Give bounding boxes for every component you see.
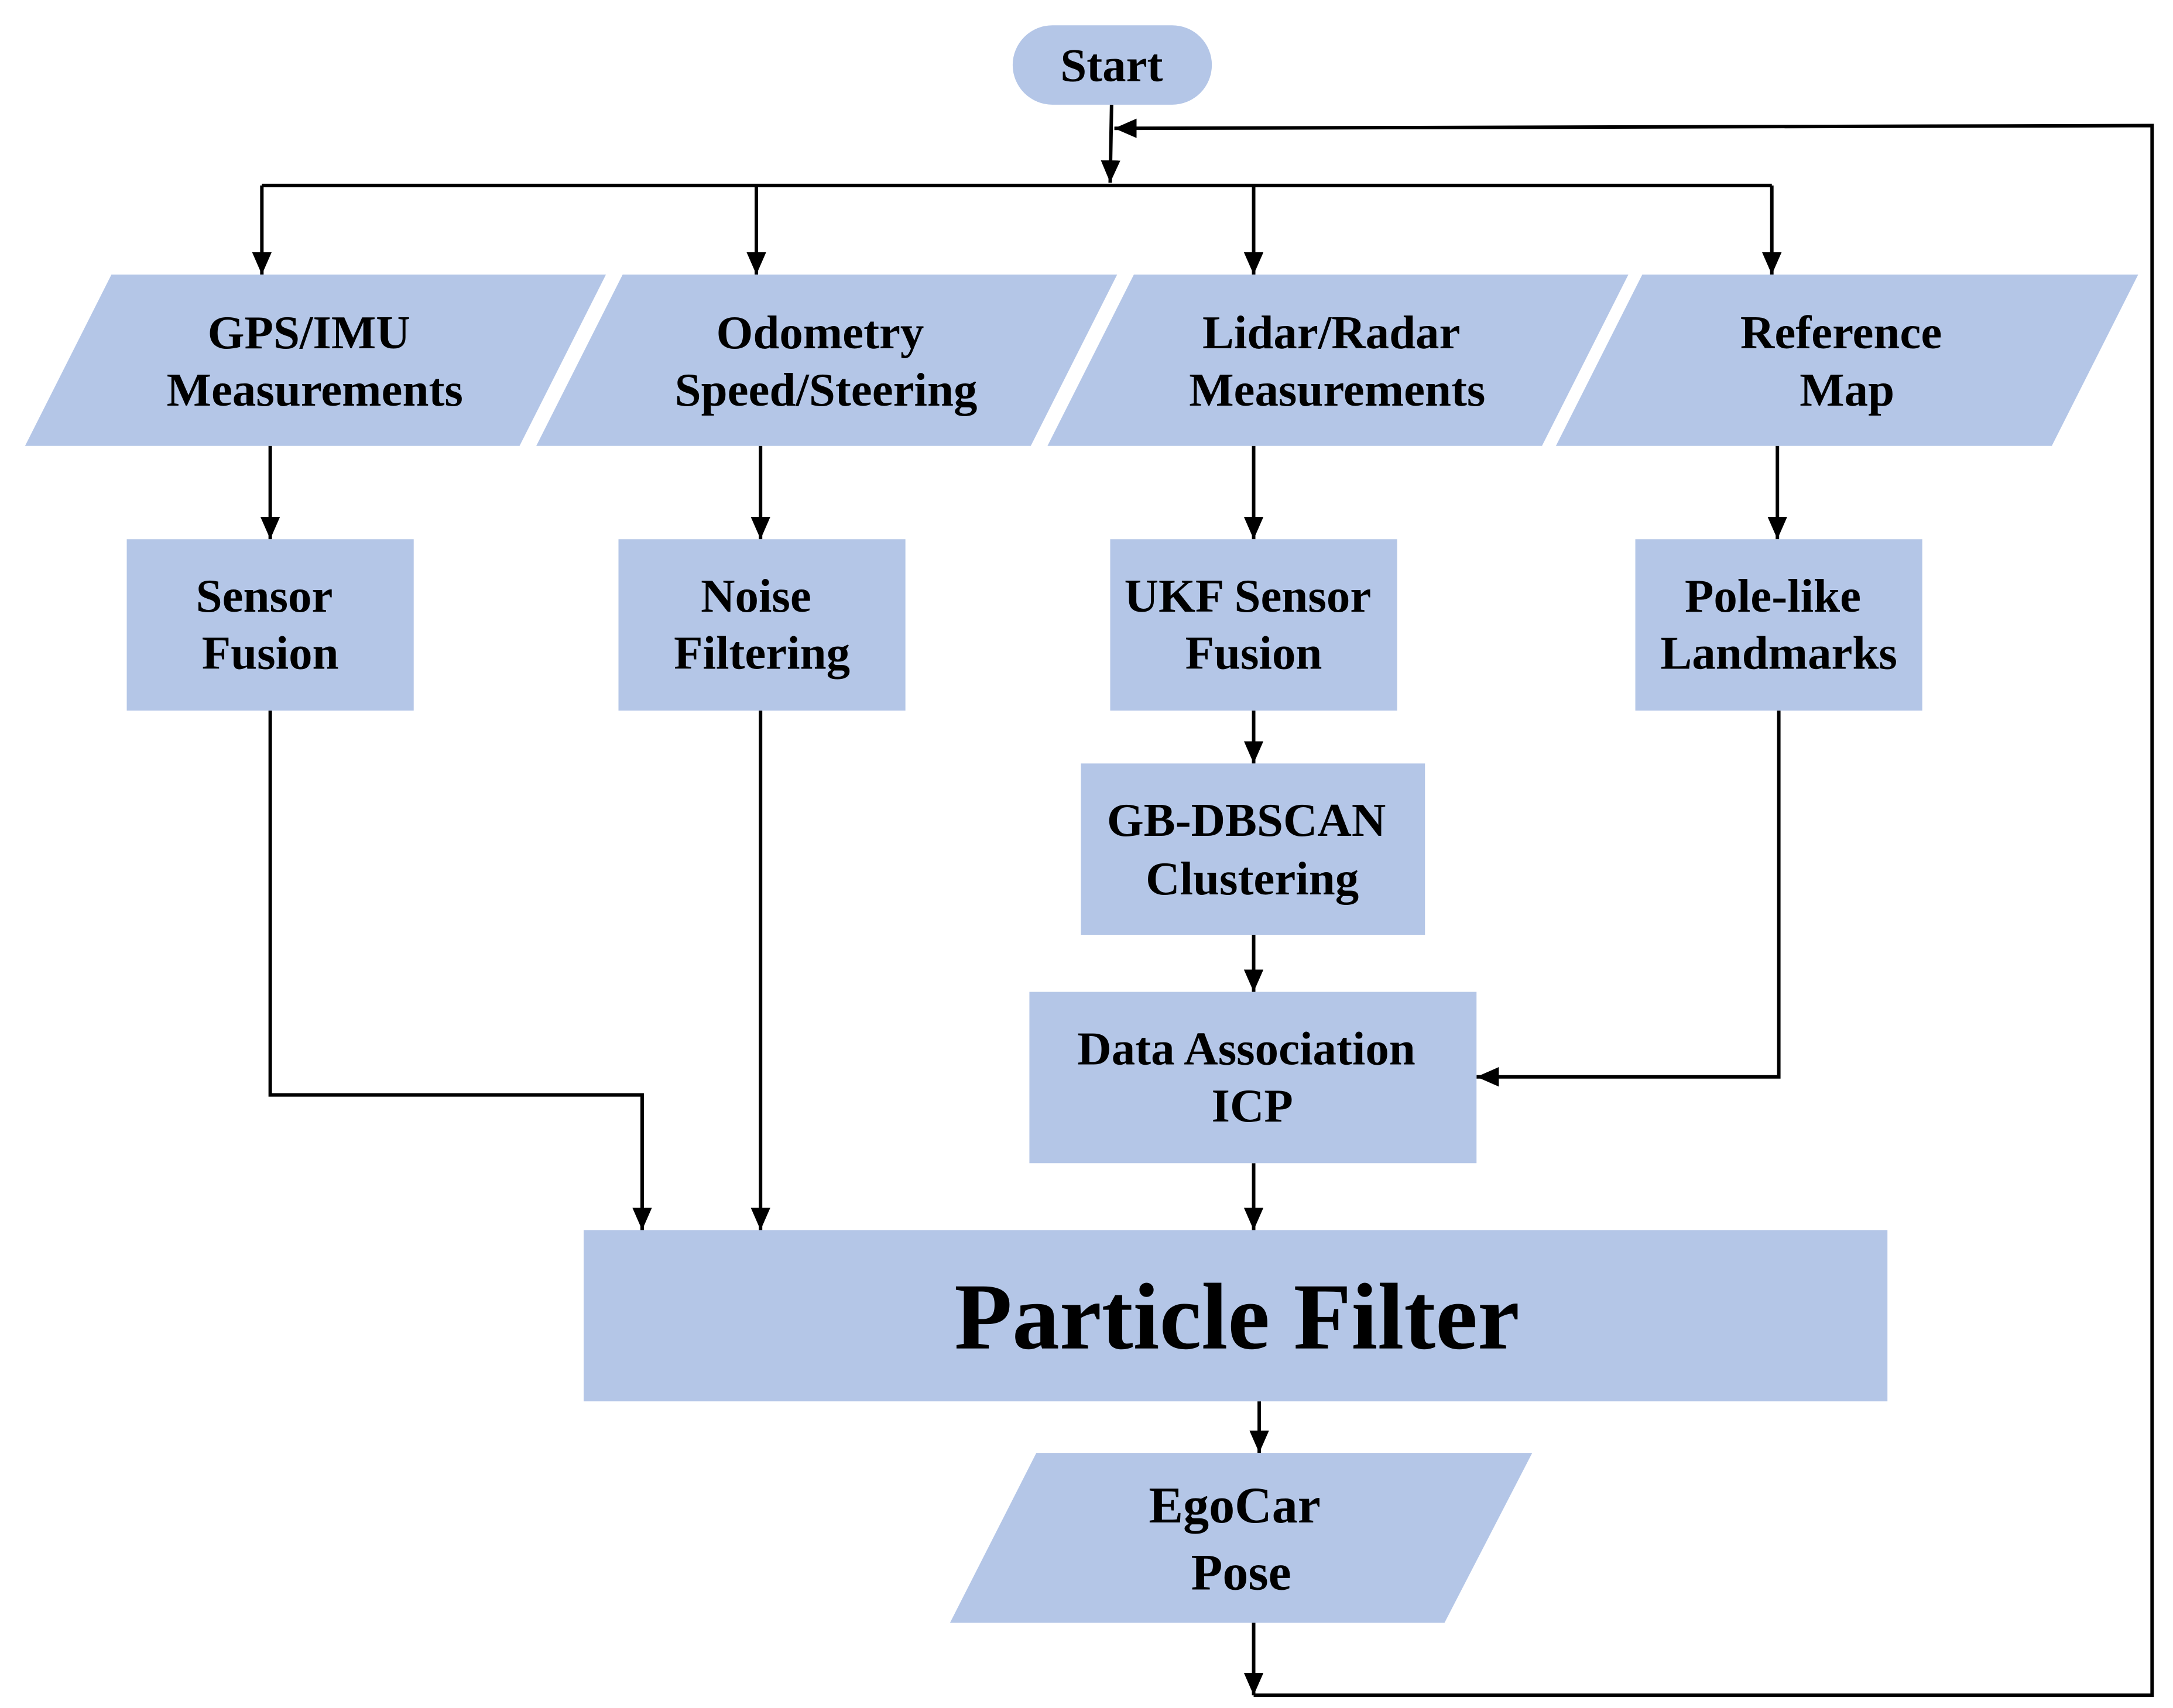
node-sensor-fusion: Sensor Fusion	[126, 539, 414, 711]
noise-filtering-label: Noise Filtering	[674, 570, 850, 680]
gb-dbscan-label-line-1: GB-DBSCAN	[1107, 794, 1386, 846]
data-association-label-line-2: ICP	[1212, 1080, 1293, 1132]
reference-map-label-line-2: Map	[1800, 364, 1894, 416]
reference-map-label: Reference Map	[1740, 307, 1954, 416]
gb-dbscan-process-shape	[1081, 763, 1425, 935]
pole-like-landmarks-label-line-2: Landmarks	[1660, 627, 1897, 680]
ukf-sensor-fusion-process-shape	[1110, 539, 1397, 711]
arrow-sensor-fusion-to-particle-filter	[268, 710, 652, 1230]
noise-filtering-label-line-2: Filtering	[674, 627, 850, 680]
node-start: Start	[1012, 25, 1212, 105]
reference-map-label-line-1: Reference	[1740, 307, 1942, 359]
lidar-radar-label-line-1: Lidar/Radar	[1202, 307, 1460, 359]
egocar-pose-output-shape	[950, 1453, 1533, 1623]
data-association-label: Data Association ICP	[1077, 1023, 1427, 1132]
start-label: Start	[1060, 39, 1163, 91]
lidar-radar-input-shape	[1047, 275, 1629, 446]
arrow-start-to-split	[1101, 104, 1120, 183]
feedback-loop-arrow	[1114, 118, 2154, 1697]
pole-like-landmarks-label: Pole-like Landmarks	[1660, 570, 1897, 680]
arrow-pole-landmarks-to-data-association	[1476, 710, 1781, 1087]
node-odometry: Odometry Speed/Steering	[536, 275, 1118, 446]
ukf-sensor-fusion-label-line-2: Fusion	[1185, 627, 1322, 680]
ukf-sensor-fusion-label: UKF Sensor Fusion	[1125, 570, 1383, 680]
odometry-label: Odometry Speed/Steering	[675, 307, 978, 416]
lidar-radar-label: Lidar/Radar Measurements	[1189, 307, 1485, 416]
node-particle-filter: Particle Filter	[584, 1230, 1888, 1402]
gps-imu-input-shape	[25, 275, 606, 446]
odometry-input-shape	[536, 275, 1118, 446]
egocar-pose-label-line-2: Pose	[1191, 1544, 1291, 1601]
sensor-fusion-label: Sensor Fusion	[196, 570, 345, 680]
egocar-pose-label-line-1: EgoCar	[1149, 1477, 1320, 1534]
sensor-fusion-label-line-2: Fusion	[202, 627, 339, 680]
node-reference-map: Reference Map	[1555, 275, 2138, 446]
data-association-process-shape	[1029, 992, 1477, 1164]
pole-like-landmarks-process-shape	[1635, 539, 1922, 711]
gb-dbscan-label-line-2: Clustering	[1146, 853, 1359, 905]
sensor-fusion-process-shape	[126, 539, 414, 711]
noise-filtering-process-shape	[618, 539, 906, 711]
node-gps-imu-measurements: GPS/IMU Measurements	[25, 275, 606, 446]
particle-filter-label-line: Particle Filter	[954, 1264, 1520, 1369]
node-egocar-pose: EgoCar Pose	[950, 1453, 1533, 1623]
gb-dbscan-label: GB-DBSCAN Clustering	[1107, 794, 1398, 905]
node-ukf-sensor-fusion: UKF Sensor Fusion	[1110, 539, 1397, 711]
start-label-line: Start	[1060, 39, 1163, 91]
start-terminal-shape	[1012, 25, 1212, 105]
odometry-label-line-1: Odometry	[716, 307, 924, 359]
ukf-sensor-fusion-label-line-1: UKF Sensor	[1125, 570, 1372, 622]
node-gb-dbscan-clustering: GB-DBSCAN Clustering	[1081, 763, 1425, 935]
lidar-radar-label-line-2: Measurements	[1189, 364, 1485, 416]
gps-imu-label-line-2: Measurements	[167, 364, 463, 416]
noise-filtering-label-line-1: Noise	[701, 570, 811, 622]
gps-imu-label: GPS/IMU Measurements	[167, 307, 463, 416]
particle-filter-label: Particle Filter	[954, 1264, 1520, 1369]
pole-like-landmarks-label-line-1: Pole-like	[1685, 570, 1861, 622]
node-data-association-icp: Data Association ICP	[1029, 992, 1477, 1164]
node-lidar-radar-measurements: Lidar/Radar Measurements	[1047, 275, 1629, 446]
node-pole-like-landmarks: Pole-like Landmarks	[1635, 539, 1922, 711]
node-noise-filtering: Noise Filtering	[618, 539, 906, 711]
connectors	[252, 104, 2154, 1697]
sensor-fusion-label-line-1: Sensor	[196, 570, 333, 622]
egocar-pose-label: EgoCar Pose	[1149, 1477, 1333, 1601]
reference-map-input-shape	[1555, 275, 2138, 446]
odometry-label-line-2: Speed/Steering	[675, 364, 978, 416]
gps-imu-label-line-1: GPS/IMU	[208, 307, 410, 359]
particle-filter-process-shape	[584, 1230, 1888, 1402]
data-association-label-line-1: Data Association	[1077, 1023, 1415, 1075]
